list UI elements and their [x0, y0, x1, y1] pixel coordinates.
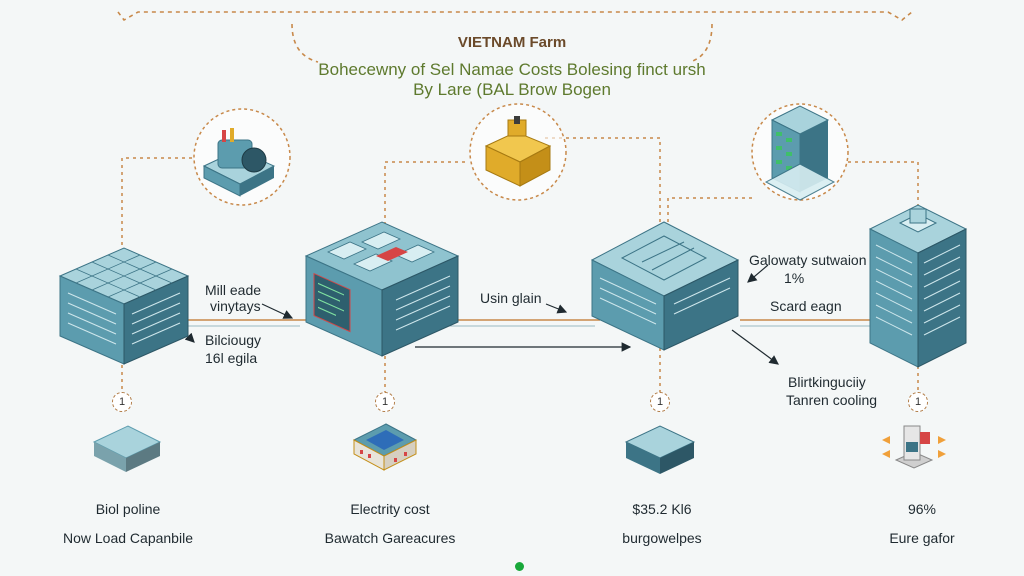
tall-building-icon [764, 105, 836, 201]
machine-icon [590, 221, 740, 351]
step-badge-2: 1 [375, 392, 395, 412]
data-center-icon [304, 221, 460, 357]
gold-block-icon [484, 116, 552, 187]
label-galowaty: Galowaty sutwaion [749, 252, 867, 268]
step-badge-1: 1 [112, 392, 132, 412]
label-vinytays: vinytays [210, 298, 261, 314]
label-blirtkinguciiy: Blirtkinguciiy [788, 374, 866, 390]
bottom-stat-4-label: Eure gafor [889, 530, 955, 546]
label-16l-egila: 16l egila [205, 350, 258, 366]
subtitle-line-1: Bohecewny of Sel Namae Costs Bolesing fi… [318, 60, 706, 79]
label-tanren-cooling: Tanren cooling [786, 392, 878, 408]
label-bilciougy: Bilciougy [205, 332, 262, 348]
page-title: VIETNAM Farm [457, 34, 567, 51]
bottom-stat-2-value: Electrity cost [350, 501, 430, 517]
cooling-pad-icon [624, 425, 696, 474]
label-scard-eagn: Scard eagn [770, 298, 842, 314]
step-badge-4: 1 [908, 392, 928, 412]
flat-panel-icon [92, 425, 162, 472]
label-mill-eade: Mill eade [205, 282, 262, 298]
label-usin-glain: Usin glain [480, 290, 542, 306]
bottom-stat-1-value: Biol poline [95, 501, 161, 517]
bottom-stat-3-value: $35.2 Kl6 [632, 501, 692, 517]
dashed-connectors [121, 137, 919, 392]
circuit-board-icon [352, 423, 418, 471]
bottom-stat-3-label: burgowelpes [622, 530, 702, 546]
bottom-stat-2-label: Bawatch Gareacures [324, 530, 456, 546]
server-block-icon [58, 247, 190, 365]
robot-arm-icon [882, 425, 946, 469]
step-badge-3: 1 [650, 392, 670, 412]
top-dashed-frame [117, 11, 913, 63]
tower-building-icon [868, 204, 968, 368]
label-percent: 1% [784, 270, 805, 286]
generator-icon [202, 128, 276, 197]
bottom-stat-4-value: 96% [907, 501, 937, 517]
page-indicator-dot[interactable] [515, 562, 524, 571]
bottom-stat-1-label: Now Load Capanbile [63, 530, 193, 546]
subtitle-line-2: By Lare (BAL Brow Bogen [413, 80, 611, 99]
